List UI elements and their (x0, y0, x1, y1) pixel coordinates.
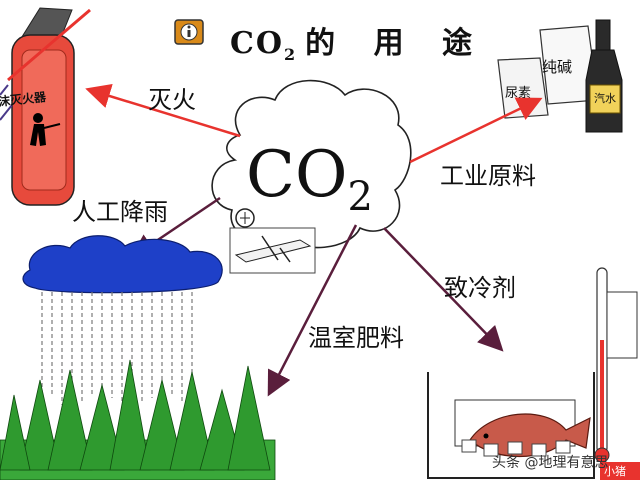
co2-cloud (211, 79, 412, 249)
info-icon (174, 19, 204, 45)
thermometer-icon (594, 267, 638, 463)
rain-cloud-icon (22, 235, 223, 294)
person-icon (30, 113, 61, 146)
co2-formula: CO2 (246, 138, 373, 220)
arrow-to-refrigerant (383, 227, 504, 352)
drink-label: 汽水 (594, 92, 616, 105)
ice-cubes (461, 439, 571, 457)
trees-icon (0, 359, 276, 480)
use-refrigerant-label: 致冷剂 (444, 274, 516, 302)
fish-icon (469, 413, 591, 457)
arrow-to-fire (85, 83, 241, 138)
urea-label: 尿素 (505, 86, 532, 101)
use-fire-label: 灭火 (148, 86, 196, 114)
arrow-to-greenhouse (267, 224, 358, 397)
soda-bottle-icon (585, 19, 623, 133)
watermark: 头条 @地理有意思 (492, 455, 609, 471)
corner-label: 小猪 (604, 465, 626, 478)
airplane-icon (229, 208, 316, 274)
rain-streaks (41, 292, 193, 405)
use-rain-label: 人工降雨 (72, 198, 168, 226)
soda-label: 纯碱 (542, 58, 573, 76)
corner-badge (600, 462, 640, 480)
use-industry-label: 工业原料 (440, 162, 536, 190)
use-greenhouse-label: 温室肥料 (308, 324, 404, 352)
refrigerant-container (427, 372, 595, 479)
fire-extinguisher-icon (7, 7, 91, 206)
arrow-to-industry (409, 97, 543, 164)
